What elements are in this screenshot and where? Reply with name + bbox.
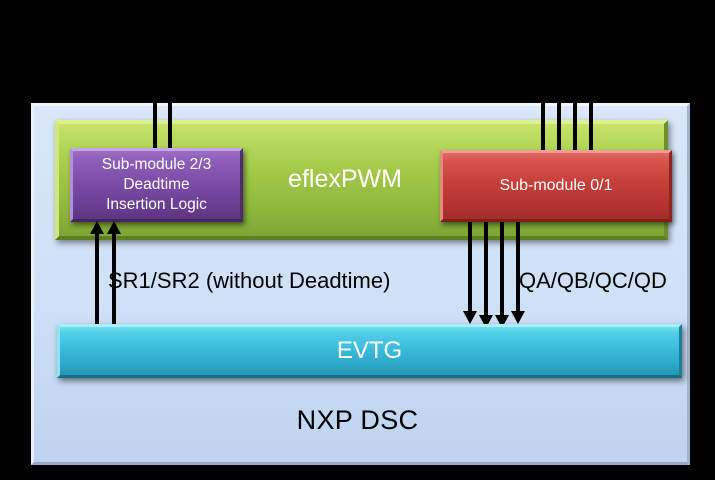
submodule01-to-evtg-arrowhead-4: [511, 311, 525, 324]
submodule-2-3-line-1: Sub-module 2/3: [101, 156, 212, 173]
submodule-2-3-line-3: Insertion Logic: [106, 196, 207, 213]
nxp-dsc-label: NXP DSC: [296, 405, 419, 435]
submodule01-to-evtg-line-4: [516, 222, 520, 312]
submodule-2-3-line-2: Deadtime: [123, 176, 190, 193]
submodule01-to-evtg-line-3: [500, 222, 504, 316]
top-right-line-3: [573, 94, 577, 152]
evtg-to-deadtime-arrowhead-1: [90, 221, 104, 234]
evtg-to-deadtime-line-2: [112, 232, 116, 324]
evtg-to-deadtime-line-1: [95, 232, 99, 324]
submodule-0-1-label: Sub-module 0/1: [499, 177, 613, 194]
top-left-line-2: [168, 94, 172, 150]
top-right-line-2: [557, 94, 561, 152]
submodule01-to-evtg-line-2: [484, 222, 488, 316]
evtg-block[interactable]: EVTG: [57, 324, 682, 378]
submodule-0-1-block[interactable]: Sub-module 0/1: [440, 150, 672, 222]
signal-label-sr: SR1/SR2 (without Deadtime): [108, 268, 391, 293]
evtg-label: EVTG: [336, 337, 403, 364]
submodule01-to-evtg-line-1: [468, 222, 472, 312]
evtg-to-deadtime-arrowhead-2: [107, 221, 121, 234]
eflexpwm-label: eflexPWM: [288, 165, 402, 193]
top-right-line-4: [589, 94, 593, 152]
top-left-line-1: [153, 94, 157, 150]
top-right-line-1: [541, 94, 545, 152]
signal-label-q: QA/QB/QC/QD: [519, 268, 667, 293]
submodule01-to-evtg-arrowhead-1: [463, 311, 477, 324]
submodule-2-3-block[interactable]: Sub-module 2/3 Deadtime Insertion Logic: [70, 148, 243, 222]
